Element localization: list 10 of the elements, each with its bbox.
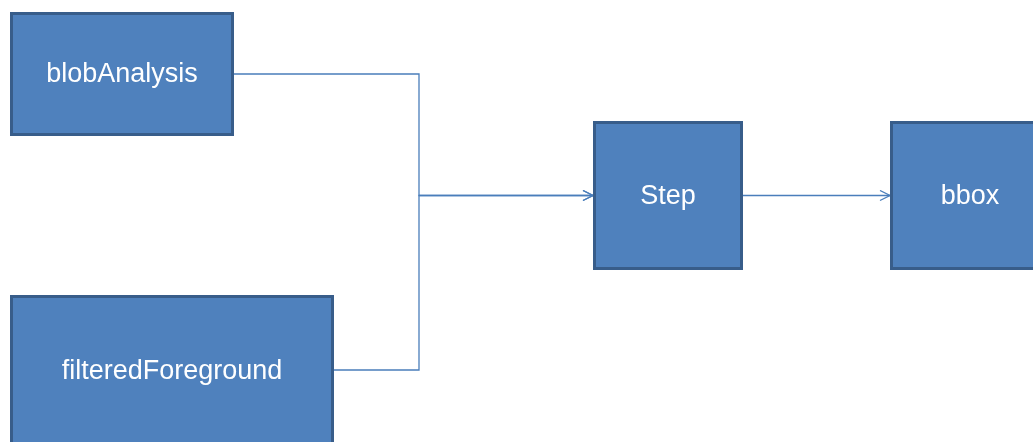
box-label: filteredForeground [61,354,283,387]
process-box [10,295,334,442]
box-label: Step [640,178,696,212]
connector-arrow [333,189,594,371]
box-label: bbox [940,178,1000,212]
process-box [593,121,743,270]
process-box [890,121,1033,270]
connector-arrow [742,189,891,202]
box-label: blobAnalysis [46,57,198,91]
process-box [10,12,234,136]
